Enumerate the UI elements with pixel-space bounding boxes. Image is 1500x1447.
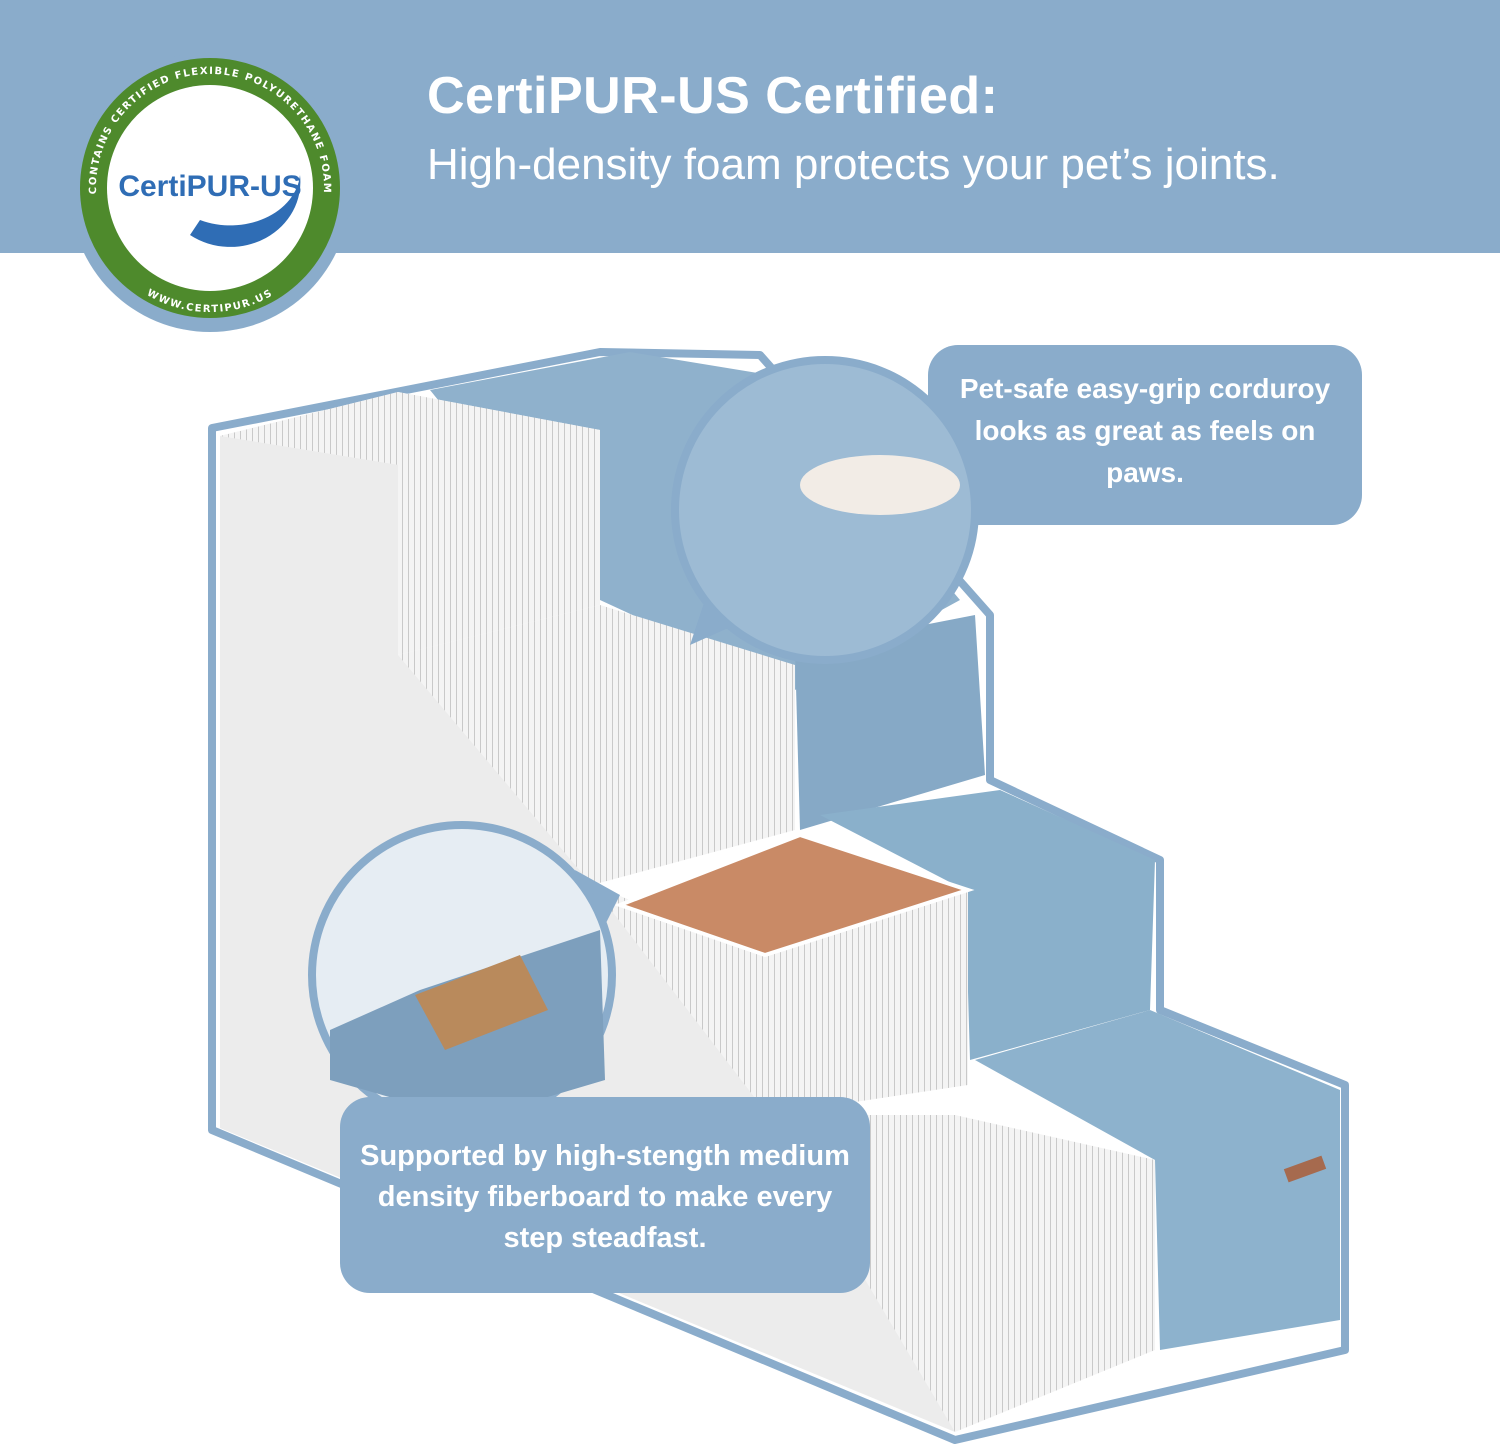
fiberboard-callout: Supported by high-stength medium density… (360, 1140, 850, 1254)
carpet-callout-box (928, 345, 1362, 525)
closeup-board (415, 955, 548, 1050)
certipur-logo-text: CertiPUR-US (118, 170, 301, 203)
page-subtitle: High-density foam protects your pet’s jo… (427, 140, 1280, 189)
step-edge (220, 392, 600, 470)
step-edge (398, 605, 795, 885)
paw-icon (800, 455, 960, 515)
paw-closeup (671, 356, 979, 664)
page-title: CertiPUR-US Certified: (427, 67, 999, 125)
carpet-step-4 (975, 1010, 1340, 1350)
swoosh-icon (190, 175, 301, 247)
fiberboard-callout-box (340, 1097, 870, 1293)
carpet-callout: Pet-safe easy-grip corduroy looks as gre… (959, 373, 1331, 488)
callout-tail (690, 600, 735, 645)
carpet-step-2 (795, 615, 985, 830)
carpet-step-3 (820, 790, 1155, 1060)
step-edge (592, 885, 968, 1115)
leather-tag (1283, 1155, 1327, 1183)
fiberboard-cutaway (614, 832, 975, 958)
